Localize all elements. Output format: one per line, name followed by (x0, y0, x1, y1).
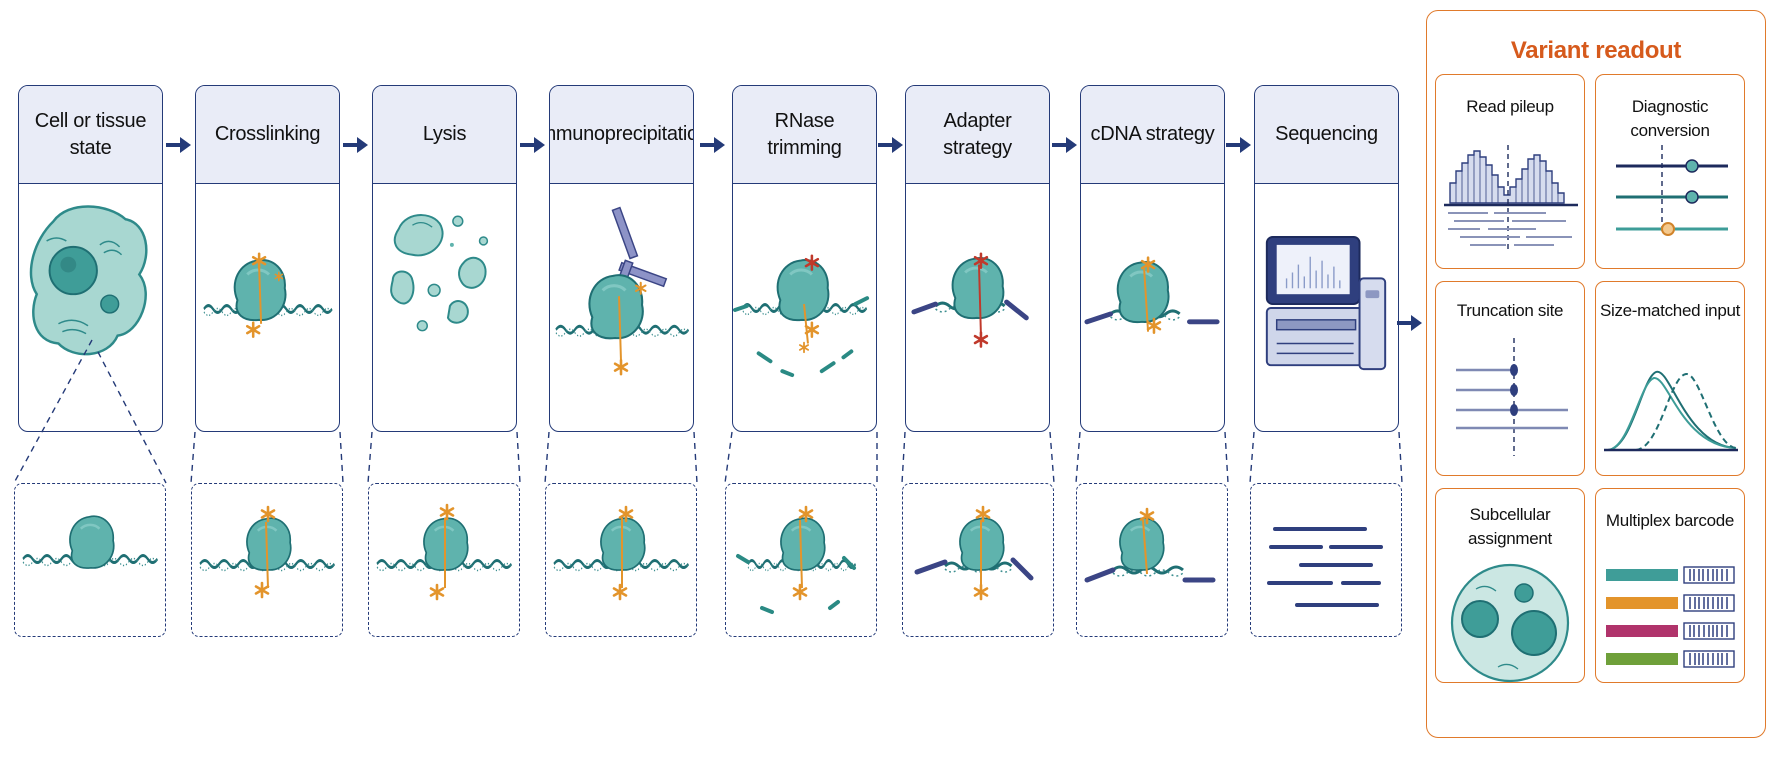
stage-adapter-strategy: Adapter strategy (905, 85, 1050, 432)
arrow-right-icon (1397, 314, 1423, 332)
multiplex-barcode-icon (1606, 566, 1735, 668)
zoom-detail-lysis (368, 483, 520, 637)
stage-header: Cell or tissue state (19, 86, 162, 184)
stage-title: Immunoprecipitation (550, 123, 693, 145)
stage-title: Cell or tissue state (34, 109, 147, 159)
stage-lysis: Lysis (372, 85, 517, 432)
zoom-detail-immunoprecipitation (545, 483, 697, 637)
stage-title: Adapter strategy (943, 109, 1012, 159)
variant-readout-panel: Variant readout Read pileup (1426, 10, 1766, 738)
read-pileup-icon (1444, 145, 1578, 251)
stage-rnase-trimming: RNase trimming (732, 85, 877, 432)
stage-immunoprecipitation: Immunoprecipitation (549, 85, 694, 432)
stage-header: RNase trimming (733, 86, 876, 184)
card-truncation-site: Truncation site (1435, 281, 1585, 476)
zoom-detail-sequencing (1250, 483, 1402, 637)
stage-title: Crosslinking (214, 123, 321, 145)
stage-cell-or-tissue-state: Cell or tissue state (18, 85, 163, 432)
antibody-icon (554, 206, 690, 376)
cdna-strategy-icon (1084, 256, 1220, 334)
zoom-detail-adapter-strategy (902, 483, 1054, 637)
stage-title: Lysis (422, 123, 467, 145)
panel-title: Variant readout (1510, 37, 1682, 64)
zoom-detail-rnase-trimming (725, 483, 877, 637)
zoom-detail-cell (14, 483, 166, 637)
sequencer-icon (1265, 236, 1387, 371)
stage-header: Lysis (373, 86, 516, 184)
card-title: Subcellular assignment (1468, 505, 1552, 548)
arrow-right-icon (700, 136, 726, 154)
arrow-right-icon (878, 136, 904, 154)
adapter-strategy-icon (911, 252, 1029, 348)
arrow-right-icon (520, 136, 546, 154)
card-title: Multiplex barcode (1605, 511, 1735, 530)
zoom-detail-cdna-strategy (1076, 483, 1228, 637)
subcellular-assignment-icon (1450, 563, 1570, 683)
lysis-icon (390, 214, 489, 332)
stage-header: cDNA strategy (1081, 86, 1224, 184)
arrow-right-icon (1052, 136, 1078, 154)
diagnostic-conversion-icon (1616, 145, 1728, 236)
stage-crosslinking: Crosslinking (195, 85, 340, 432)
sequencing-reads (1267, 527, 1383, 607)
antibody (611, 206, 668, 298)
card-multiplex-barcode: Multiplex barcode (1595, 488, 1745, 683)
stage-title: cDNA strategy (1090, 123, 1215, 145)
zoom-detail-crosslinking (191, 483, 343, 637)
card-size-matched-input: Size-matched input (1595, 281, 1745, 476)
size-matched-input-icon (1604, 370, 1738, 452)
stage-title: Sequencing (1275, 123, 1378, 145)
stage-sequencing: Sequencing (1254, 85, 1399, 432)
card-title: Read pileup (1466, 97, 1554, 116)
cell-icon (29, 205, 148, 356)
card-subcellular-assignment: Subcellular assignment (1435, 488, 1585, 683)
stage-header: Sequencing (1255, 86, 1398, 184)
stage-cdna-strategy: cDNA strategy (1080, 85, 1225, 432)
truncation-site-icon (1456, 338, 1568, 456)
rnase-trimming-icon (733, 254, 870, 378)
stage-title: RNase trimming (767, 109, 842, 159)
arrow-right-icon (343, 136, 369, 154)
card-title: Size-matched input (1599, 301, 1741, 320)
card-title: Diagnostic conversion (1630, 97, 1710, 140)
stage-header: Crosslinking (196, 86, 339, 184)
arrow-right-icon (166, 136, 192, 154)
crosslinking-icon (202, 252, 334, 338)
card-diagnostic-conversion: Diagnostic conversion (1595, 74, 1745, 269)
card-read-pileup: Read pileup (1435, 74, 1585, 269)
arrow-right-icon (1226, 136, 1252, 154)
card-title: Truncation site (1456, 301, 1564, 320)
stage-header: Adapter strategy (906, 86, 1049, 184)
stage-header: Immunoprecipitation (550, 86, 693, 184)
